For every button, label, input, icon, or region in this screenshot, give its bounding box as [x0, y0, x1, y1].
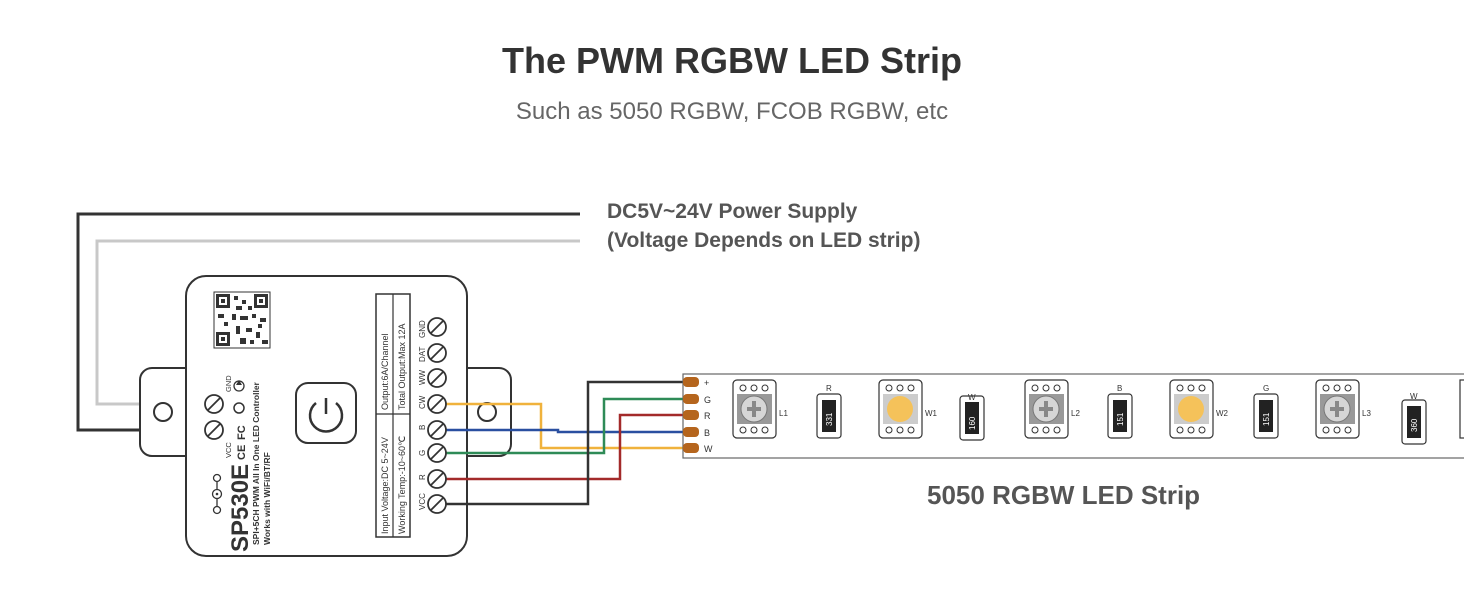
ce-fcc-marks: CE FC — [236, 425, 248, 460]
terminal-screw-gnd — [427, 317, 447, 337]
terminal-label-g: G — [418, 450, 427, 456]
left-gnd-label: GND — [224, 375, 233, 392]
resistor-3 — [1107, 393, 1133, 439]
pad-label-plus: + — [704, 378, 709, 388]
terminal-label-ww: WW — [418, 369, 427, 385]
wire-vcc-black — [437, 380, 688, 506]
power-supply-note: (Voltage Depends on LED strip) — [607, 229, 921, 252]
led-label-l1: L1 — [779, 409, 788, 418]
diagram-title: The PWM RGBW LED Strip — [502, 40, 962, 81]
spec-output-per-channel: Output:6A/Channel — [380, 333, 390, 410]
power-wire-black — [76, 212, 580, 432]
terminal-label-cw: CW — [418, 395, 427, 409]
wire-g-green — [437, 397, 688, 455]
resistor-5 — [1401, 399, 1427, 445]
strip-pads — [683, 377, 699, 453]
dc-polarity-icon — [211, 473, 223, 515]
led-rgb-2 — [1024, 379, 1069, 439]
terminal-screw-r — [427, 469, 447, 489]
pad-r — [683, 410, 699, 420]
left-vcc-label: VCC — [224, 442, 233, 458]
terminal-label-r: R — [418, 474, 427, 480]
power-icon — [308, 398, 344, 433]
controller-compatibility: Works with WiFi/BT/RF — [262, 452, 272, 545]
pad-plus — [683, 377, 699, 387]
pad-label-r: R — [704, 411, 711, 421]
controller-description: SPI+5CH PWM All In One LED Controller — [251, 381, 261, 545]
terminal-label-b: B — [418, 425, 427, 430]
pad-label-b: B — [704, 428, 710, 438]
terminal-screw-vcc — [427, 494, 447, 514]
resistor-label-5: W — [1410, 392, 1418, 401]
resistor-value-5: 360 — [1410, 418, 1419, 432]
svg-text:CE: CE — [236, 445, 248, 460]
led-warm-1 — [878, 379, 923, 439]
resistor-label-4: G — [1263, 384, 1269, 393]
pad-g — [683, 394, 699, 404]
wire-cw-yellow — [437, 402, 688, 450]
pad-label-g: G — [704, 395, 711, 405]
terminal-label-gnd: GND — [418, 320, 427, 338]
led-partial — [1459, 379, 1464, 439]
terminal-screw-dat — [427, 343, 447, 363]
led-label-l2: L2 — [1071, 409, 1080, 418]
resistor-value-1: 331 — [825, 412, 834, 426]
recycle-icon — [233, 380, 245, 414]
led-strip-label: 5050 RGBW LED Strip — [927, 480, 1201, 510]
resistor-label-3: B — [1117, 384, 1122, 393]
resistor-value-4: 151 — [1262, 412, 1271, 426]
pad-b — [683, 427, 699, 437]
led-warm-2 — [1169, 379, 1214, 439]
led-rgb-3 — [1315, 379, 1360, 439]
power-input-screw-vcc — [204, 420, 224, 440]
spec-working-temp: Working Temp:-10~60℃ — [397, 436, 407, 534]
terminal-screw-ww — [427, 368, 447, 388]
led-label-w1: W1 — [925, 409, 938, 418]
resistor-label-2: W — [968, 393, 976, 402]
wire-r-red — [437, 413, 688, 481]
pad-w — [683, 443, 699, 453]
led-label-w2: W2 — [1216, 409, 1229, 418]
power-supply-label: DC5V~24V Power Supply — [607, 200, 858, 223]
terminal-label-dat: DAT — [418, 346, 427, 362]
controller-model: SP530E — [227, 464, 254, 552]
wire-b-blue — [437, 428, 688, 434]
resistor-value-2: 160 — [968, 416, 977, 430]
power-input-screw-gnd — [204, 394, 224, 414]
svg-text:FC: FC — [236, 425, 248, 440]
resistor-2 — [959, 395, 985, 441]
led-rgb-1 — [732, 379, 777, 439]
led-label-l3: L3 — [1362, 409, 1371, 418]
spec-input-voltage: Input Voltage:DC 5~24V — [380, 437, 390, 534]
terminal-label-vcc: VCC — [418, 493, 427, 510]
terminal-screw-g — [427, 443, 447, 463]
terminal-screw-cw — [427, 394, 447, 414]
terminal-screw-b — [427, 420, 447, 440]
spec-total-output: Total Output:Max 12A — [397, 323, 407, 410]
resistor-value-3: 151 — [1116, 412, 1125, 426]
qr-code — [213, 291, 271, 349]
resistor-label-1: R — [826, 384, 832, 393]
pad-label-w: W — [704, 444, 713, 454]
resistor-4 — [1253, 393, 1279, 439]
diagram-subtitle: Such as 5050 RGBW, FCOB RGBW, etc — [515, 98, 949, 125]
resistor-1 — [816, 393, 842, 439]
